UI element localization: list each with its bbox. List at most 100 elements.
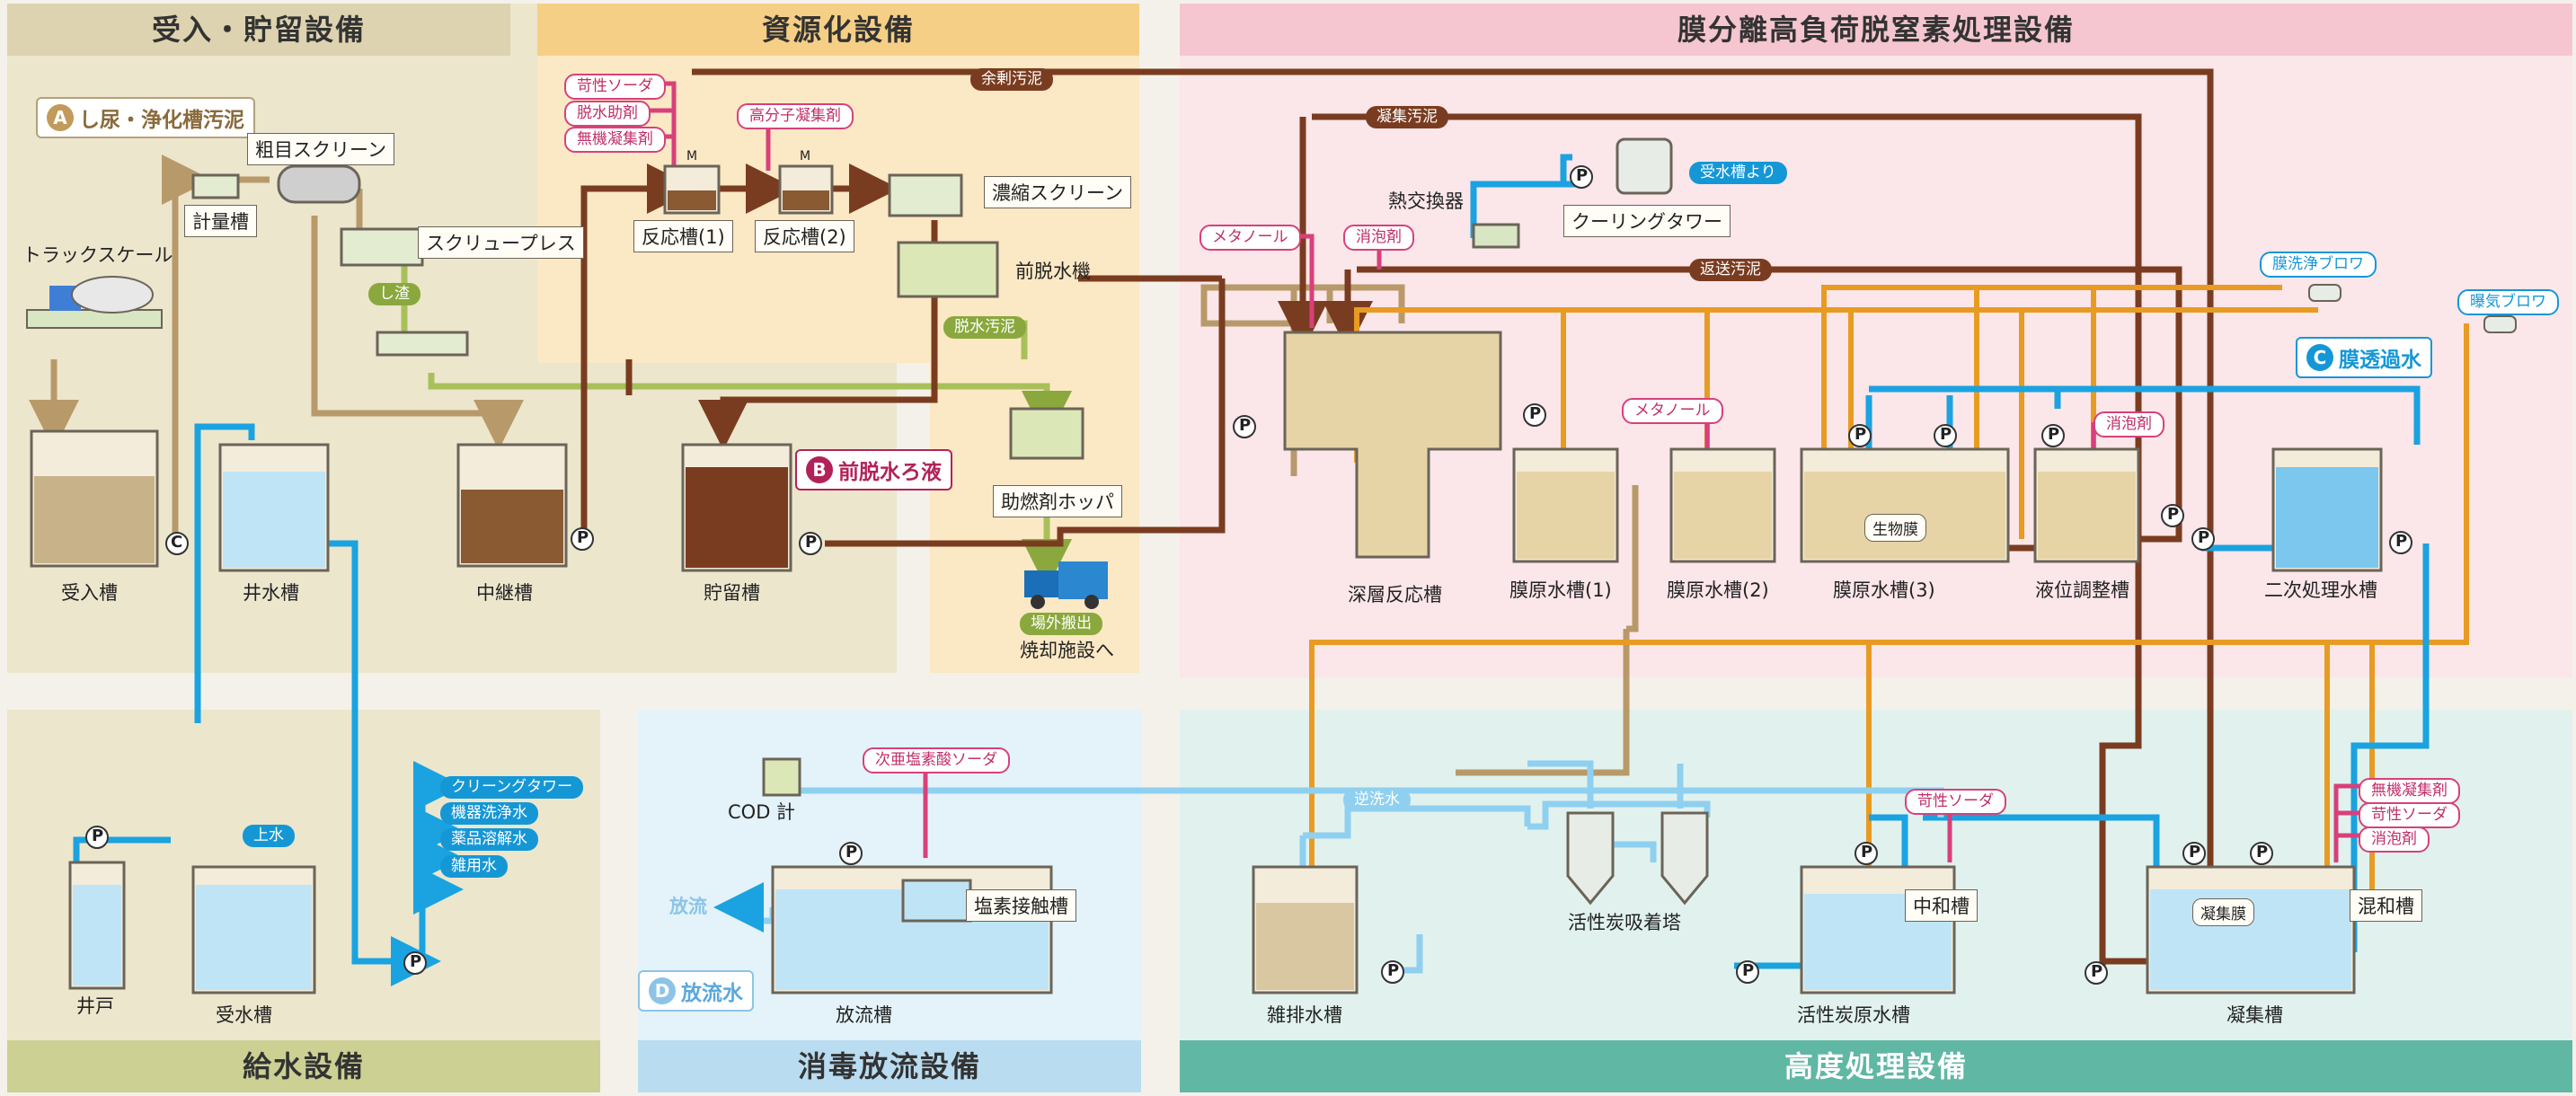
callout-badge: D [649, 977, 676, 1004]
fuel-hopper-label: 助燃剤ホッパ [993, 485, 1122, 517]
cooling-tower-label: クーリングタワー [1563, 205, 1731, 237]
excess-sludge-tag: 余剰汚泥 [970, 68, 1053, 92]
tap-water-tag: 上水 [243, 825, 295, 848]
chlorine-tank-label: 塩素接触槽 [966, 889, 1076, 922]
pump-label: P [1940, 425, 1952, 444]
heat-exchanger-label: 熱交換器 [1388, 190, 1464, 212]
deep-reactor-label: 深層反応槽 [1348, 584, 1442, 605]
pump-label: P [1529, 404, 1542, 423]
use-tag: 雑用水 [440, 855, 508, 879]
neutralization-label: 中和槽 [1905, 889, 1978, 922]
receiving-tank-label: 受入槽 [61, 582, 118, 604]
zone-membrane-title: 膜分離高負荷脱窒素処理設備 [1180, 4, 2572, 56]
return-sludge-tag: 返送汚泥 [1689, 259, 1772, 282]
meter-tank-label: 計量槽 [184, 205, 257, 237]
zone-disinfection-title: 消毒放流設備 [638, 1040, 1141, 1092]
callout-badge: C [2306, 344, 2333, 371]
discharge-tank-label: 放流槽 [836, 1004, 892, 1026]
pump-label: P [1742, 961, 1755, 980]
discharge-label: 放流 [669, 896, 707, 917]
zone-receiving-title: 受入・貯留設備 [7, 4, 510, 56]
polymer-tag: 高分子凝集剤 [737, 103, 854, 130]
use-tag: クリーングタワー [440, 776, 584, 800]
pump-label: P [1576, 166, 1589, 185]
relay-tank-label: 中継槽 [476, 582, 533, 604]
pump-label: P [2395, 532, 2408, 551]
secondary-tank-label: 二次処理水槽 [2264, 579, 2377, 601]
pump-label: P [1855, 425, 1867, 444]
pre-dewater-label: 前脱水機 [1015, 261, 1091, 282]
level-adjust-label: 液位調整槽 [2035, 579, 2129, 601]
pump-label: P [2167, 505, 2180, 524]
pump-label: P [2091, 962, 2103, 981]
callout-text: 放流水 [681, 982, 743, 1005]
pump-label: P [1861, 843, 1873, 862]
callout-text: 膜透過水 [2339, 349, 2421, 372]
zone-advanced-title: 高度処理設備 [1180, 1040, 2572, 1092]
callout-d: D 放流水 [638, 970, 754, 1012]
callout-b: B 前脱水ろ液 [795, 449, 952, 491]
pump-label: P [2198, 528, 2210, 547]
adv-chemical-tag: 無機凝集剤 [2359, 778, 2460, 805]
well-label: 井戸 [76, 995, 114, 1017]
coarse-screen-label: 粗目スクリーン [247, 133, 394, 165]
motor-label: M [686, 149, 698, 164]
mem-raw3-label: 膜原水槽(3) [1833, 579, 1935, 601]
pump-label: P [1239, 416, 1252, 435]
receiving-water-label: 受水槽 [216, 1004, 272, 1026]
callout-a: A し尿・浄化槽汚泥 [36, 97, 255, 138]
biofilm-label: 生物膜 [1864, 514, 1926, 542]
hypochlorite-tag: 次亜塩素酸ソーダ [863, 747, 1010, 774]
methanol-tag: メタノール [1199, 225, 1301, 252]
motor-label: M [800, 149, 811, 164]
carbon-tower-label: 活性炭吸着塔 [1568, 912, 1681, 933]
thickening-screen-label: 濃縮スクリーン [984, 176, 1131, 208]
chemical-tag: 脱水助剤 [564, 101, 651, 128]
storage-tank-label: 貯留槽 [704, 582, 760, 604]
mixing-tank-label: 混和槽 [2350, 889, 2422, 922]
screenings-tag: し渣 [368, 283, 420, 306]
reactor2-label: 反応槽(2) [755, 220, 854, 252]
pump-label: P [92, 826, 104, 845]
use-tag: 機器洗浄水 [440, 802, 538, 826]
callout-text: 前脱水ろ液 [838, 461, 942, 484]
pump-label: P [2256, 843, 2269, 862]
cod-meter-label: COD 計 [728, 801, 796, 823]
pump-label: P [2189, 843, 2201, 862]
coarse-screen-drum [277, 164, 361, 204]
chemical-tag: 無機凝集剤 [564, 127, 666, 154]
coag-membrane-label: 凝集膜 [2192, 898, 2254, 926]
screw-press-label: スクリュープレス [418, 226, 584, 259]
incinerator-label: 焼却施設へ [1020, 640, 1114, 661]
dewatered-sludge-tag: 脱水汚泥 [943, 316, 1026, 340]
mem-raw1-label: 膜原水槽(1) [1509, 579, 1612, 601]
mem-raw2-label: 膜原水槽(2) [1667, 579, 1769, 601]
coag-sludge-tag: 凝集汚泥 [1366, 106, 1448, 129]
from-receiving-tank-tag: 受水槽より [1689, 162, 1787, 185]
pump-label: C [171, 533, 183, 552]
callout-badge: B [806, 456, 833, 483]
pump-label: P [845, 843, 858, 862]
zone-water-supply-title: 給水設備 [7, 1040, 600, 1092]
callout-text: し尿・浄化槽汚泥 [79, 109, 244, 132]
antifoam-tag: 消泡剤 [1343, 225, 1414, 252]
mem-wash-blower-tag: 膜洗浄ブロワ [2260, 252, 2377, 278]
coag-tank-label: 凝集槽 [2226, 1004, 2283, 1026]
caustic-tag: 苛性ソーダ [1905, 789, 2006, 816]
truck-scale-label: トラックスケール [22, 244, 173, 266]
well-tank-label: 井水槽 [243, 582, 299, 604]
adv-chemical-tag: 消泡剤 [2359, 826, 2430, 853]
zone-recycling-title: 資源化設備 [537, 4, 1139, 56]
methanol2-tag: メタノール [1622, 398, 1723, 425]
backwash-tag: 逆洗水 [1343, 789, 1411, 812]
offsite-tag: 場外搬出 [1020, 613, 1102, 636]
pump-label: P [577, 528, 589, 547]
pump-label: P [1387, 961, 1400, 980]
callout-c: C 膜透過水 [2296, 337, 2432, 378]
antifoam2-tag: 消泡剤 [2094, 411, 2164, 438]
adv-chemical-tag: 苛性ソーダ [2359, 802, 2460, 829]
chemical-tag: 苛性ソーダ [564, 74, 666, 101]
reactor1-label: 反応槽(1) [633, 220, 733, 252]
